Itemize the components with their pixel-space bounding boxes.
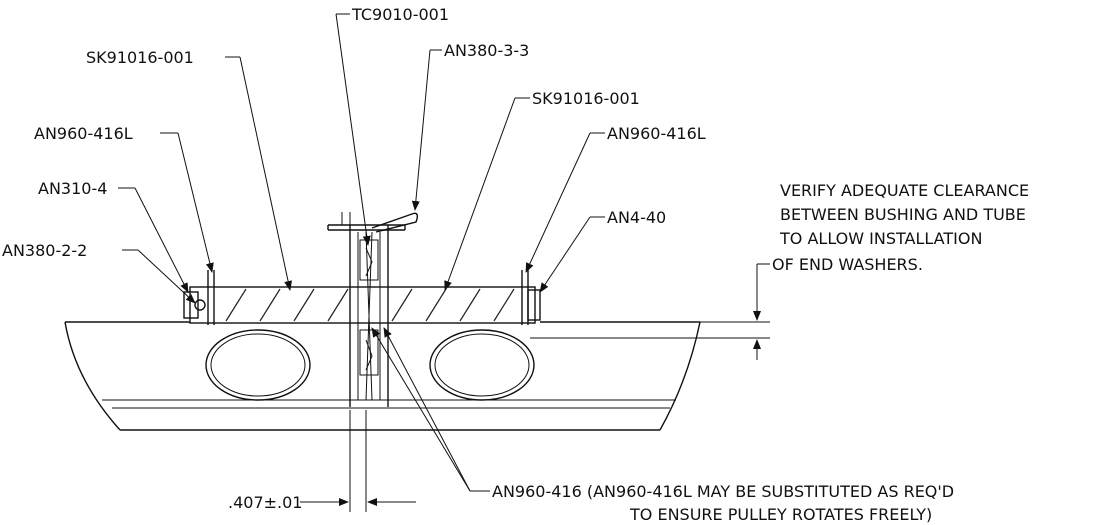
- pulley-bracket: [327, 212, 406, 231]
- tube-right: [429, 329, 535, 401]
- label-an960-416: AN960-416 (AN960-416L MAY BE SUBSTITUTED…: [492, 482, 954, 501]
- label-an4-40: AN4-40: [607, 208, 666, 227]
- label-an380-2-2: AN380-2-2: [2, 241, 87, 260]
- note-line-3: TO ALLOW INSTALLATION: [779, 229, 982, 248]
- label-an960-right: AN960-416L: [607, 124, 706, 143]
- label-an960-left: AN960-416L: [34, 124, 133, 143]
- pulley: [349, 225, 389, 407]
- note-line-2: BETWEEN BUSHING AND TUBE: [780, 205, 1026, 224]
- tube-left: [205, 329, 311, 401]
- label-an310: AN310-4: [38, 179, 107, 198]
- leader-lines: [118, 13, 605, 492]
- note-line-4: OF END WASHERS.: [772, 255, 923, 274]
- label-sk91016-left: SK91016-001: [86, 48, 194, 67]
- label-an380-3-3: AN380-3-3: [444, 41, 529, 60]
- label-tc9010: TC9010-001: [351, 5, 449, 24]
- dimension-value: .407±.01: [228, 493, 302, 512]
- label-an960-416-line2: TO ENSURE PULLEY ROTATES FREELY): [629, 505, 932, 524]
- gap-dimension: [300, 410, 416, 512]
- bolt-assembly: [183, 270, 541, 325]
- note-line-1: VERIFY ADEQUATE CLEARANCE: [780, 181, 1029, 200]
- clearance-dimension: [530, 263, 770, 360]
- label-sk91016-right: SK91016-001: [532, 89, 640, 108]
- cotter-pin-top: [371, 212, 419, 233]
